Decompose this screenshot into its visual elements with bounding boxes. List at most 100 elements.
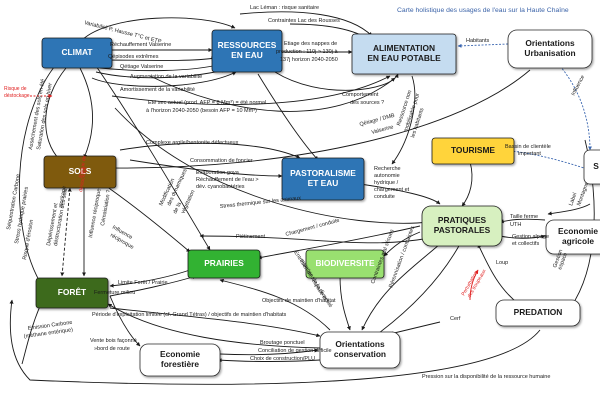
edge-label: espace (557, 252, 569, 271)
edge-augmentation-variabilite (95, 68, 226, 79)
edge-prairies-foret (109, 269, 191, 288)
node-label: Urbanisation (524, 48, 575, 58)
edge-label: hydrique / (374, 180, 399, 186)
node-label: S (593, 161, 599, 171)
red-annotations (30, 93, 479, 301)
edge-biodiversite-conservation (339, 275, 351, 331)
node-label: Orientations (335, 339, 385, 349)
node-label: PRATIQUES (438, 215, 487, 225)
node-label: ALIMENTATION (373, 43, 435, 53)
edge-label: Recherche (374, 166, 401, 172)
edge-label: Risque de (4, 86, 27, 92)
node-label: RESSOURCES (218, 40, 277, 50)
edge-label: et collectifs (512, 241, 539, 247)
edge-pietinement (199, 233, 431, 244)
edge-pastoralisme-pratiques (359, 183, 441, 205)
edge-cerf (389, 321, 441, 336)
edge-climat-prairies (95, 65, 211, 251)
edge-label: Gestion alpage (512, 234, 549, 240)
node-prairies[interactable]: PRAIRIES (187, 249, 261, 279)
node-label: TOURISME (451, 145, 495, 155)
edge-label: Consommation de foncier (190, 158, 253, 164)
edge-ressource-non-mobilisable (391, 75, 416, 165)
edge-pratiques-economie (499, 234, 546, 239)
edge-foret-prairies (109, 275, 197, 297)
edge-label: de la (172, 201, 183, 215)
node-label: EN EAU (231, 50, 263, 60)
edge-label: déstockage (4, 93, 30, 99)
edge-label: Qépisodes extrêmes (108, 54, 159, 60)
node-foret[interactable]: FORÊT (35, 277, 109, 309)
edge-label: Cémaisiation ? (100, 189, 112, 226)
node-label: CLIMAT (61, 47, 93, 57)
edge-label: Loup (496, 260, 508, 266)
node-label: PRAIRIES (204, 258, 244, 268)
edge-consommation-foncier (104, 69, 531, 171)
edge-label: Conciliation de gestion difficile (258, 348, 332, 354)
edge-label: Evaporation goya (196, 170, 240, 176)
edge-label: Qétiage Valserine (120, 64, 163, 70)
edge-label: Réchauffement de l'eau > (196, 177, 259, 183)
edge-label: Valserine (371, 124, 394, 136)
edge-label: Réchauffement Valserine (110, 42, 171, 48)
node-sols[interactable]: SOLS (43, 155, 117, 189)
edge-label: Augmentation de la variabilité (130, 74, 202, 80)
edge-label: »bord de route (94, 346, 130, 352)
edge-label: Objectifs de maintien d'habitat (262, 298, 336, 304)
edge-leman-alimentation (239, 11, 373, 37)
node-label: EN EAU POTABLE (367, 53, 441, 63)
edge-ete-sec (111, 75, 391, 105)
edge-label: végétation (180, 189, 196, 215)
edge-perturbation (469, 269, 479, 301)
edge-label: Habitants (466, 38, 489, 44)
edge-label: Limite Forêt / Prairie (118, 280, 168, 286)
node-climat[interactable]: CLIMAT (41, 37, 113, 69)
node-predation[interactable]: PREDATION (495, 299, 581, 327)
node-biodiversite[interactable]: BIODIVERSITE (305, 249, 385, 279)
edge-climat-ressources-variabilite (81, 17, 236, 41)
edge-label: Contraintes Lac des Rousses (268, 18, 340, 24)
edge-complexe-argile (119, 142, 301, 159)
edge-label: autonomie (374, 173, 400, 179)
edge-pratiques-biodiversite (383, 231, 421, 257)
edge-label: déstockage (78, 166, 88, 192)
edge-tourisme-pratiques (461, 161, 473, 207)
edge-label: Cerf (450, 316, 461, 322)
node-label: Orientations (525, 38, 575, 48)
node-label: PASTORALES (434, 225, 491, 235)
edge-label: dév. cyanobactéries (196, 184, 245, 190)
edge-conservation-foret (107, 303, 321, 349)
edge-amortissement (91, 71, 237, 87)
edge-label: à l'horizon 2040-2050 (besoin AFP = 10 M… (146, 108, 257, 114)
edge-label: Amortissement de la variabilité (120, 87, 195, 93)
edge-label: Choix de construction/PLU (250, 356, 315, 362)
edge-label: Taille ferme (510, 214, 538, 220)
edge-label: Risque de (78, 155, 88, 178)
edge-label: Influence réciproque (88, 188, 103, 238)
node-s-cut[interactable]: S (583, 149, 600, 185)
node-label: forestière (161, 359, 200, 369)
edge-stress-thermique (114, 107, 431, 225)
edge-label: Broutage ponctuel (260, 340, 305, 346)
edge-label: Risque d'érosion (22, 219, 35, 260)
node-label: Economie (558, 226, 598, 236)
edge-q-etiage (99, 62, 223, 72)
edge-label: Etiage des nappes de (284, 41, 337, 47)
edge-climat-sols-left (45, 67, 67, 161)
diagram-title: Carte holistique des usages de l'eau sur… (397, 7, 569, 14)
edge-label: Pression sur la disponibilité de la ress… (422, 374, 550, 380)
edge-urbanisation-influence (559, 65, 593, 151)
node-tourisme[interactable]: TOURISME (431, 137, 515, 165)
node-label: PREDATION (514, 307, 563, 317)
edge-q-extremes (105, 56, 216, 61)
edge-label: Chargement / conduite (285, 218, 340, 238)
edge-label: production : 110j > 130j à (276, 49, 338, 55)
